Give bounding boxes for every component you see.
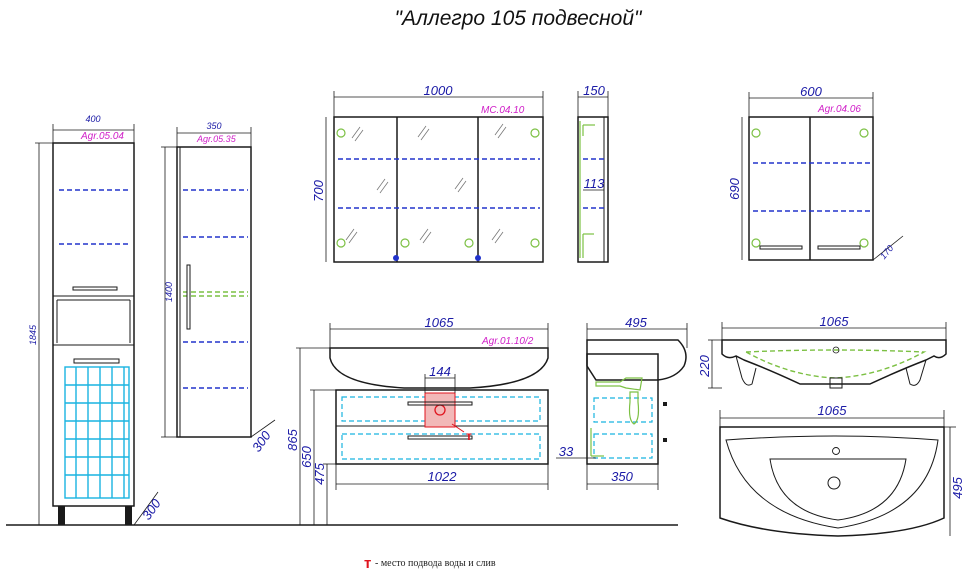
- outlet-zone: [424, 392, 456, 428]
- wall-cabinet: 600 Agr.04.06 690 170: [727, 84, 904, 261]
- door-handle: [186, 264, 191, 330]
- legend-text: - место подвода воды и слив: [375, 558, 496, 569]
- vanity-side-view: 495 350 33: [556, 315, 688, 490]
- basin-bowl: [743, 349, 927, 379]
- siphon: [595, 377, 643, 391]
- basin-front-height: 220: [697, 354, 712, 377]
- cabinet-knob: [475, 255, 481, 261]
- basin-top-width: 1065: [818, 403, 848, 418]
- tall-cabinet-height: 1845: [28, 324, 38, 345]
- mirror-cabinet: 1000 MC.04.10 700: [311, 83, 544, 263]
- narrow-cabinet-height: 1400: [164, 282, 174, 302]
- vanity-height-top: 865: [285, 428, 300, 450]
- narrow-cabinet-code: Agr.05.35: [196, 134, 237, 144]
- cabinet-leg: [125, 506, 132, 525]
- mirror-glare: [345, 123, 507, 244]
- mirror-cabinet-side-view: 150 113: [577, 83, 609, 263]
- wall-cabinet-width: 600: [800, 84, 822, 99]
- vanity-side-body-depth: 350: [611, 469, 633, 484]
- tall-cabinet-depth: 300: [139, 496, 164, 523]
- drawer-outline: [593, 397, 653, 423]
- narrow-cabinet-width: 350: [206, 121, 221, 131]
- basin-top-depth: 495: [950, 476, 965, 498]
- vanity-body-width: 1022: [428, 469, 458, 484]
- drain-hole: [827, 476, 841, 490]
- narrow-cabinet: 350 Agr.05.35 1400 300: [161, 121, 276, 455]
- legend: т - место подвода воды и слив: [364, 555, 496, 572]
- drawer-outline: [341, 433, 541, 460]
- vanity-height-bottom: 475: [312, 462, 327, 484]
- basin-front-width: 1065: [820, 314, 850, 329]
- narrow-cabinet-depth: 300: [249, 428, 274, 455]
- basin-top-view: 1065 495: [719, 403, 965, 537]
- mirror-cabinet-code: MC.04.10: [481, 105, 525, 116]
- drawer-handle: [407, 435, 473, 440]
- vanity-height-mid: 650: [299, 445, 314, 467]
- vanity-side-offset: 33: [559, 444, 574, 459]
- cabinet-leg: [58, 506, 65, 525]
- drawer-outline: [593, 433, 653, 459]
- legend-mark: т: [364, 555, 371, 572]
- mirror-cabinet-inner-depth: 113: [584, 176, 605, 191]
- wall-cabinet-depth: 170: [878, 243, 895, 261]
- cabinet-knob: [393, 255, 399, 261]
- wall-cabinet-height: 690: [727, 177, 742, 199]
- tap-hole: [832, 447, 840, 455]
- basin-front-view: 1065 220: [697, 314, 947, 389]
- tall-cabinet-code: Agr.05.04: [80, 131, 124, 142]
- outlet-mark: т: [466, 429, 472, 443]
- door-handle: [817, 245, 861, 250]
- vanity-side-depth: 495: [625, 315, 647, 330]
- drawing-title: "Аллегро 105 подвесной": [395, 7, 643, 30]
- outlet-width: 144: [429, 364, 451, 379]
- tall-cabinet-width: 400: [85, 114, 100, 124]
- mirror-cabinet-depth: 150: [583, 83, 605, 98]
- vanity-width: 1065: [425, 315, 455, 330]
- tall-cabinet: 400 Agr.05.04 1845 300: [28, 114, 164, 526]
- mirror-cabinet-width: 1000: [424, 83, 454, 98]
- laundry-basket: [64, 358, 130, 499]
- vanity-front-view: т 1065 Agr.01.10/2 144 1022 865 650 475: [285, 315, 549, 525]
- vanity-code: Agr.01.10/2: [481, 336, 534, 347]
- door-handle: [759, 245, 803, 250]
- mirror-cabinet-height: 700: [311, 179, 326, 201]
- drawer-handle: [407, 401, 473, 406]
- wall-cabinet-code: Agr.04.06: [817, 104, 861, 115]
